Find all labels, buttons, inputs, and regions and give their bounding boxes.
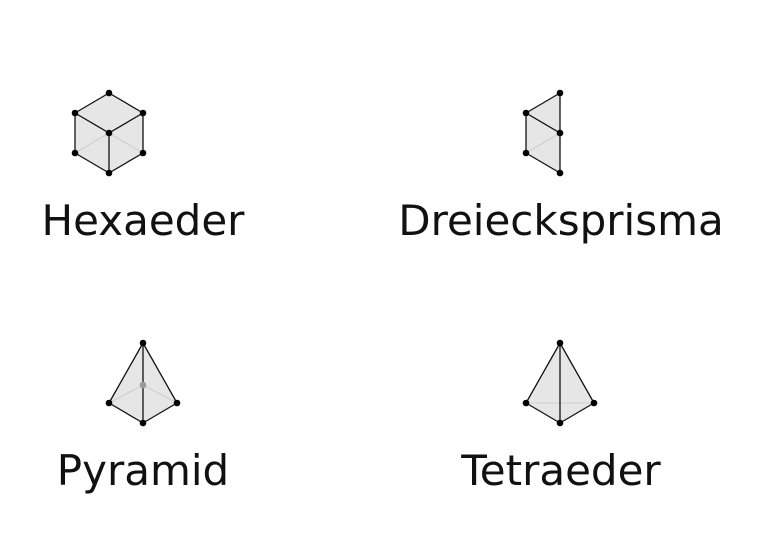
tetrahedron-face-left (526, 343, 560, 423)
vertex (139, 339, 147, 347)
vertex (105, 399, 113, 407)
hexahedron-vertices (71, 89, 147, 177)
triangular-prism-label: Dreiecksprisma (398, 196, 724, 245)
pyramid-face-left (109, 343, 143, 423)
vertex (556, 169, 564, 177)
tetrahedron-cell: Tetraeder (370, 250, 752, 510)
vertex (173, 399, 181, 407)
pyramid-figure (105, 339, 181, 427)
vertex (522, 399, 530, 407)
vertex (556, 339, 564, 347)
vertex (71, 109, 79, 117)
tetrahedron-face-right (560, 343, 594, 423)
vertex (522, 109, 530, 117)
vertex (556, 89, 564, 97)
vertex (139, 109, 147, 117)
vertex (71, 149, 79, 157)
tetrahedron-vertices (522, 339, 598, 427)
prism-hidden-edge (525, 132, 561, 154)
vertex (556, 129, 564, 137)
pyramid-cell: Pyramid (0, 250, 334, 510)
vertex (139, 149, 147, 157)
tetrahedron-figure (522, 339, 598, 427)
pyramid-face-right (143, 343, 177, 423)
vertex (139, 419, 147, 427)
vertex (522, 149, 530, 157)
pyramid-vertices (105, 339, 181, 427)
hidden-vertex (139, 381, 147, 389)
hexahedron-label: Hexaeder (41, 196, 245, 245)
prism-face-top (526, 93, 560, 133)
vertex (556, 419, 564, 427)
hexahedron-cell: Hexaeder (0, 0, 334, 260)
triangular-prism-cell: Dreiecksprisma (370, 0, 752, 260)
hexahedron-figure (71, 89, 147, 177)
pyramid-label: Pyramid (56, 446, 230, 495)
vertex (590, 399, 598, 407)
tetrahedron-label: Tetraeder (461, 446, 661, 495)
triangular-prism-figure (522, 89, 564, 177)
prism-edge (525, 112, 561, 134)
vertex (105, 129, 113, 137)
vertex (105, 89, 113, 97)
vertex (105, 169, 113, 177)
prism-vertices (522, 89, 564, 177)
